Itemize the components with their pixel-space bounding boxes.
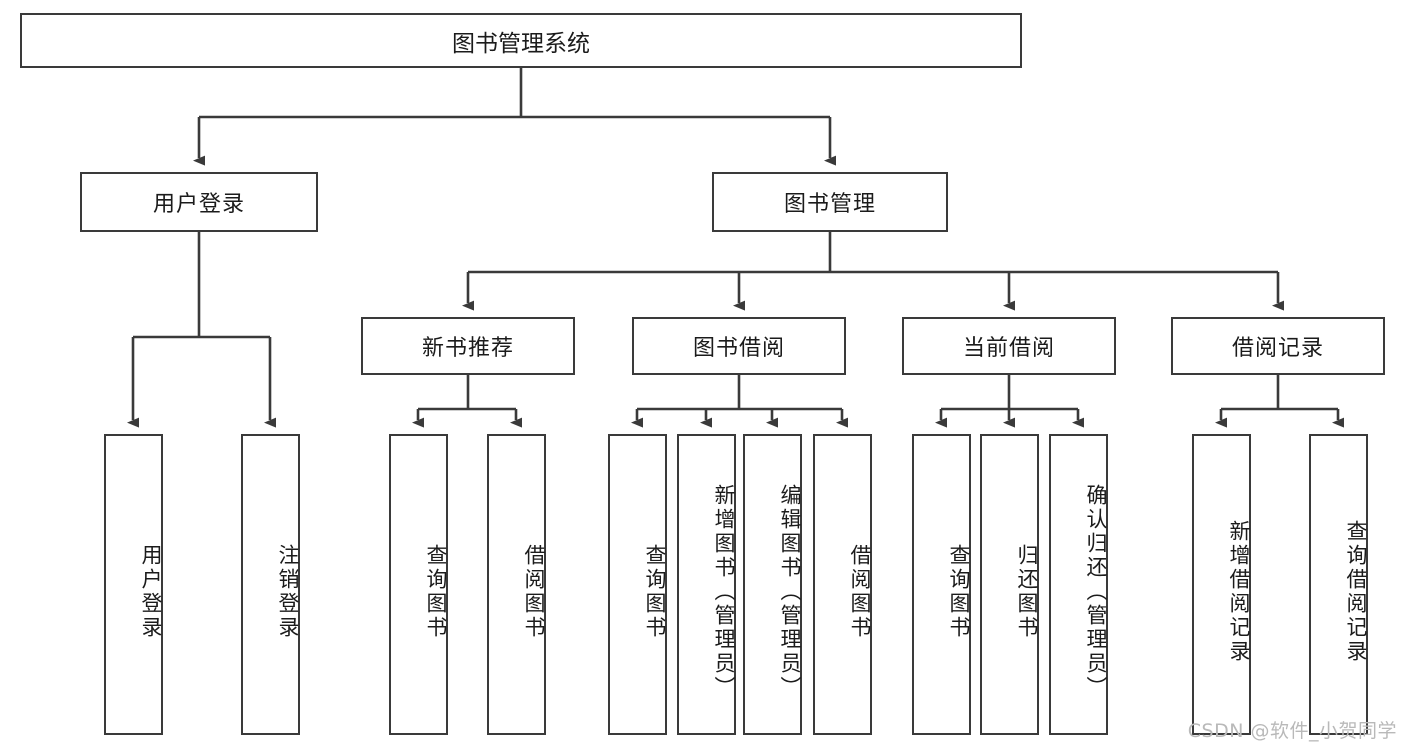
leaf-return-book[interactable]: 归还图书 [980, 434, 1039, 735]
node-book-management[interactable]: 图书管理 [712, 172, 948, 232]
leaf-borrow-book-recommend[interactable]: 借阅图书 [487, 434, 546, 735]
leaf-query-book-recommend[interactable]: 查询图书 [389, 434, 448, 735]
leaf-query-borrow-record[interactable]: 查询借阅记录 [1309, 434, 1368, 735]
node-borrow-record[interactable]: 借阅记录 [1171, 317, 1385, 375]
node-root-system[interactable]: 图书管理系统 [20, 13, 1022, 68]
leaf-borrow-book[interactable]: 借阅图书 [813, 434, 872, 735]
leaf-logout[interactable]: 注销登录 [241, 434, 300, 735]
node-user-login[interactable]: 用户登录 [80, 172, 318, 232]
leaf-edit-book-admin[interactable]: 编辑图书（管理员） [743, 434, 802, 735]
node-current-borrow[interactable]: 当前借阅 [902, 317, 1116, 375]
leaf-add-borrow-record[interactable]: 新增借阅记录 [1192, 434, 1251, 735]
node-book-borrow[interactable]: 图书借阅 [632, 317, 846, 375]
watermark-text: CSDN @软件_小贺同学 [1187, 720, 1397, 742]
leaf-add-book-admin[interactable]: 新增图书（管理员） [677, 434, 736, 735]
leaf-query-book-current[interactable]: 查询图书 [912, 434, 971, 735]
leaf-confirm-return-admin[interactable]: 确认归还（管理员） [1049, 434, 1108, 735]
node-new-book-recommend[interactable]: 新书推荐 [361, 317, 575, 375]
leaf-user-login[interactable]: 用户登录 [104, 434, 163, 735]
leaf-query-book-borrow[interactable]: 查询图书 [608, 434, 667, 735]
